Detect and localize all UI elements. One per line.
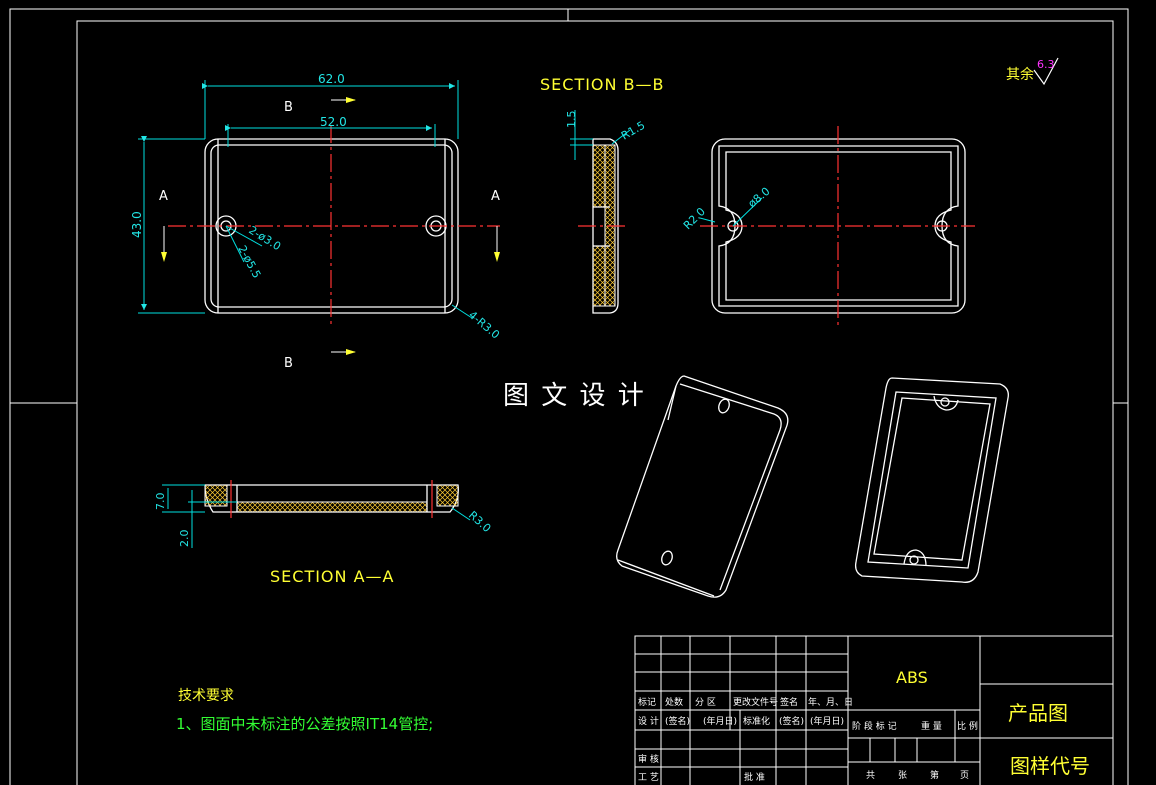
drawing-code-label: 图样代号 bbox=[1010, 754, 1090, 778]
title-block bbox=[634, 635, 1114, 785]
dim-corner-radius: 4-R3.0 bbox=[466, 308, 502, 341]
title-block-text: ABS 产品图 图样代号 标记 处数 分 区 更改文件号 签名 年、月、日 设 … bbox=[638, 668, 1090, 783]
dim-hole-small: 2-ø3.0 bbox=[246, 224, 283, 254]
rev-header-5: 年、月、日 bbox=[808, 696, 853, 708]
design-row-1: (签名) bbox=[665, 715, 690, 727]
sheet-row-1: 张 bbox=[898, 770, 907, 781]
cut-label-a-right: A bbox=[491, 189, 500, 204]
approve-label: 批 准 bbox=[744, 771, 765, 783]
bottom-view: ø8.0 R2.0 bbox=[681, 126, 975, 325]
dim-bb-lip: 1.5 bbox=[565, 111, 578, 129]
design-row-2: (年月日) bbox=[703, 715, 737, 727]
dim-bottom-dia: ø8.0 bbox=[746, 185, 773, 211]
tech-notes: 技术要求 1、图面中未标注的公差按照IT14管控; bbox=[176, 688, 433, 733]
process-label: 工 艺 bbox=[638, 772, 659, 783]
dim-inner-width: 52.0 bbox=[320, 115, 347, 129]
section-aa: 7.0 2.0 R3.0 SECTION A—A bbox=[154, 480, 493, 586]
cut-label-a-left: A bbox=[159, 189, 168, 204]
dim-aa-height: 7.0 bbox=[154, 493, 167, 511]
dim-aa-base: 2.0 bbox=[178, 530, 191, 548]
rev-header-0: 标记 bbox=[638, 696, 656, 708]
rev-header-4: 签名 bbox=[780, 696, 798, 708]
roughness-symbol: 其余 6.3 bbox=[1006, 57, 1059, 86]
cut-label-b-top: B bbox=[284, 100, 293, 115]
dim-aa-radius: R3.0 bbox=[466, 509, 493, 535]
design-row-0: 设 计 bbox=[638, 715, 659, 727]
dim-overall-height: 43.0 bbox=[130, 211, 144, 238]
stage-header-0: 阶 段 标 记 bbox=[852, 720, 897, 732]
sheet-row-3: 页 bbox=[960, 770, 969, 781]
rev-header-3: 更改文件号 bbox=[733, 696, 778, 708]
review-label: 审 核 bbox=[638, 753, 659, 765]
watermark: 图 文 设 计 bbox=[503, 381, 646, 411]
part-name-label: 产品图 bbox=[1008, 701, 1068, 725]
stage-header-1: 重 量 bbox=[921, 720, 942, 732]
iso-view-top bbox=[616, 375, 789, 598]
design-row-4: (签名) bbox=[779, 715, 804, 727]
sheet-row-2: 第 bbox=[930, 769, 939, 781]
roughness-value: 6.3 bbox=[1037, 58, 1055, 71]
section-bb-title: SECTION B—B bbox=[540, 75, 665, 94]
dim-overall-width: 62.0 bbox=[318, 72, 345, 86]
plan-view: A A B B 62.0 52.0 43.0 2-ø3.0 2-ø5.5 4-R… bbox=[130, 72, 502, 371]
tech-notes-line1: 1、图面中未标注的公差按照IT14管控; bbox=[176, 715, 433, 733]
rev-header-2: 分 区 bbox=[695, 697, 716, 708]
iso-view-bottom bbox=[854, 377, 1009, 583]
section-aa-title: SECTION A—A bbox=[270, 567, 394, 586]
tech-notes-title: 技术要求 bbox=[178, 688, 234, 704]
design-row-5: (年月日) bbox=[810, 715, 844, 727]
cut-label-b-bottom: B bbox=[284, 356, 293, 371]
rev-header-1: 处数 bbox=[665, 696, 683, 708]
material-label: ABS bbox=[896, 668, 928, 687]
dim-bb-fillet: R1.5 bbox=[619, 119, 647, 143]
stage-header-2: 比 例 bbox=[957, 720, 978, 732]
design-row-3: 标准化 bbox=[743, 715, 770, 727]
sheet-row-0: 共 bbox=[866, 770, 875, 781]
sheet-border bbox=[9, 8, 1129, 785]
section-bb: SECTION B—B 1.5 R1.5 bbox=[540, 75, 665, 314]
dim-hole-large: 2-ø5.5 bbox=[235, 243, 263, 280]
roughness-prefix: 其余 bbox=[1006, 66, 1034, 83]
